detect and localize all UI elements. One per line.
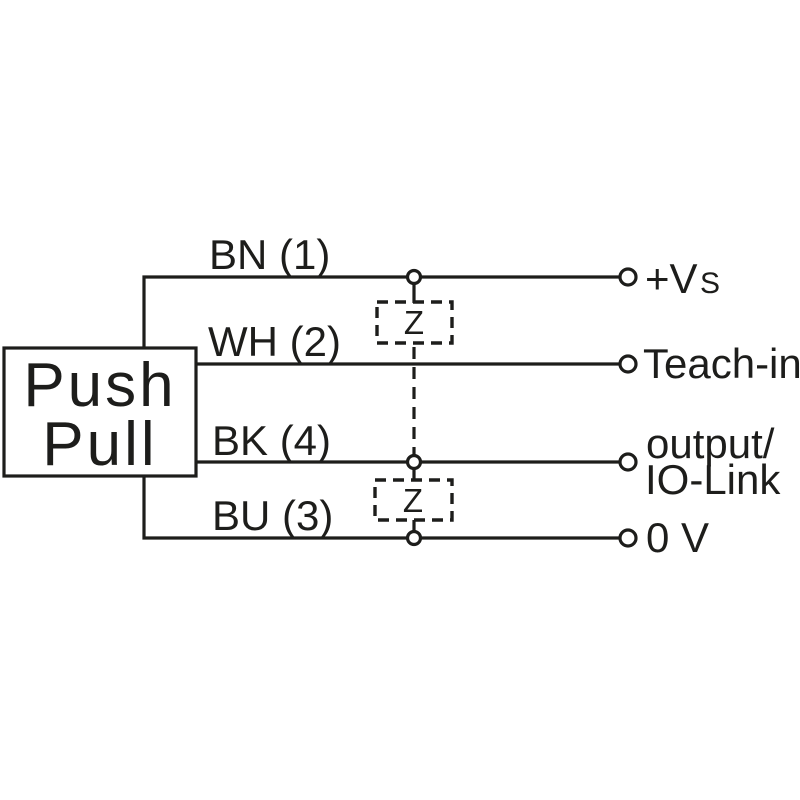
wire-bu-line — [142, 476, 620, 540]
junction-node-bk — [405, 453, 423, 471]
terminal-circle-teach-in — [618, 354, 638, 374]
junction-node-bn — [405, 268, 423, 286]
terminal-circle-vs — [618, 267, 638, 287]
terminal-circle-output — [618, 452, 638, 472]
device-label-line2: Pull — [42, 410, 157, 479]
wire-label-bn: BN (1) — [209, 231, 330, 278]
wire-bn-line — [142, 275, 620, 348]
impedance-label-top: Z — [404, 304, 424, 341]
impedance-label-bottom: Z — [403, 482, 423, 519]
wire-label-bk: BK (4) — [212, 417, 331, 464]
device-box — [2, 346, 198, 478]
terminal-label-0v: 0 V — [646, 514, 709, 561]
terminal-label-output-line1: output/ — [646, 420, 775, 467]
terminal-label-teach-in: Teach-in — [643, 340, 800, 387]
wire-label-bu: BU (3) — [212, 492, 333, 539]
wire-label-wh: WH (2) — [208, 318, 341, 365]
device-label-line1: Push — [23, 351, 176, 420]
terminal-circle-0v — [618, 528, 638, 548]
impedance-box-top — [375, 300, 454, 345]
impedance-box-bottom — [373, 478, 454, 522]
terminal-label-vs-subscript: S — [700, 267, 720, 300]
terminal-label-output-line2: IO-Link — [645, 456, 781, 503]
junction-node-bu — [405, 529, 423, 547]
terminal-label-vs: +V — [645, 255, 698, 302]
